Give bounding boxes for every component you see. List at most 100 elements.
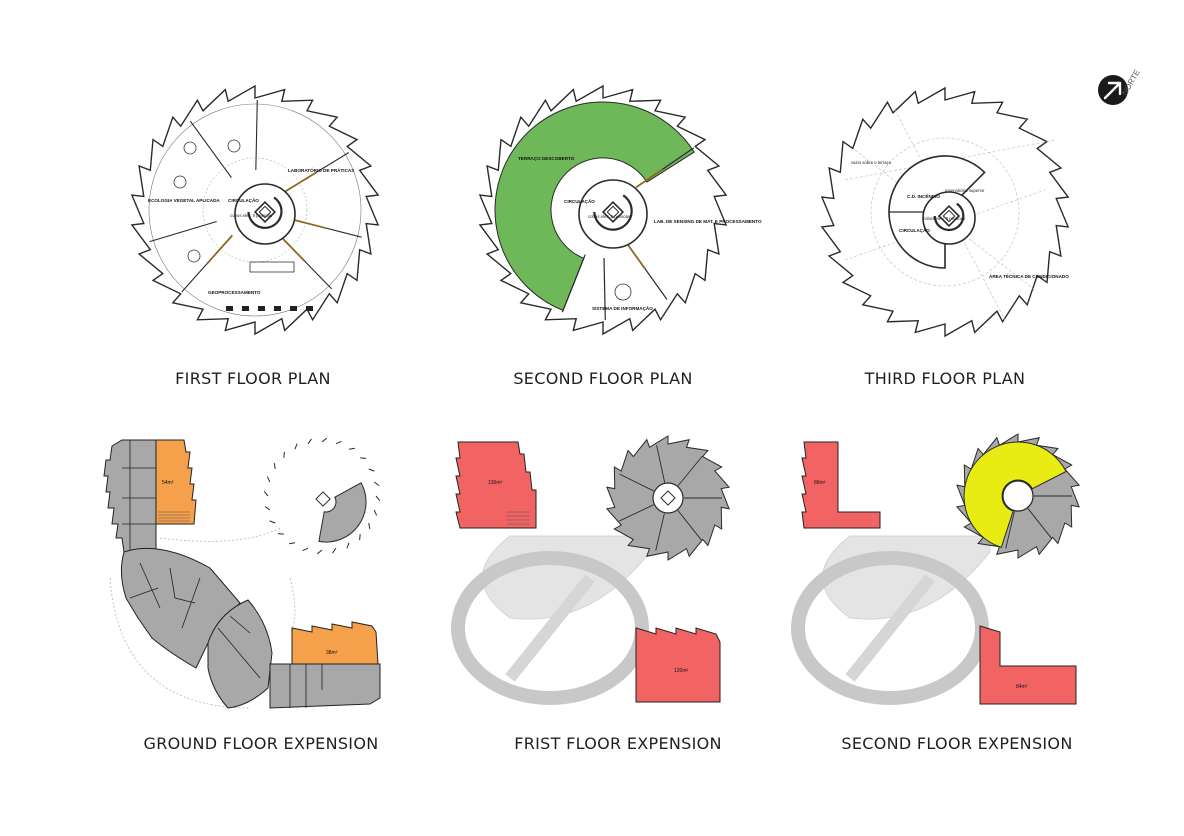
expansion-area-86: [801, 441, 881, 529]
existing-building-curve-partitions: [129, 562, 201, 629]
elevator-label-3: cobos elev. 8 pessoas: [923, 216, 965, 221]
fe-tower-partition-6: [677, 455, 703, 486]
room-label-sistema: SISTEMA DE INFORMAÇÃO: [592, 305, 653, 311]
ff-round-table-3: [227, 139, 241, 153]
room-label-vazio: vazio sobre o terraço: [851, 160, 892, 165]
second-expansion-drawing: 86m² 84m²: [791, 433, 1081, 705]
third-floor-plan-drawing: vazio sobre o terraço C.D. INCÊNDIO rese…: [820, 86, 1070, 338]
ge-ring-tick-15: [283, 451, 285, 458]
ghost-existing-ring: [451, 535, 651, 705]
ff-brown-wall-0: [283, 171, 317, 193]
ge-ring-tick-8: [288, 542, 296, 545]
ff-long-table: [249, 261, 295, 273]
ff-brown-wall-3: [206, 234, 234, 265]
room-label-laboratorio: LABORATÓRIO DE PRÁTICAS: [288, 166, 354, 173]
existing-building-left-wing-partitions: [122, 440, 156, 552]
ge-ring-tick-9: [277, 533, 284, 535]
tf-elevator-shaft: [942, 209, 956, 223]
ge-ring-tick-18: [321, 437, 327, 443]
ff-workstation-5: [306, 306, 313, 311]
fe-ghost-ellipse: [451, 551, 649, 705]
first-floor-plan-drawing: LABORATÓRIO DE PRÁTICAS ECOLOGIA VEGETAL…: [130, 84, 380, 336]
third-floor-partitions: [844, 109, 1056, 321]
ff-round-table-2: [187, 249, 201, 263]
stair-hatch-2: [506, 511, 530, 525]
first-floor-partitions: [149, 100, 362, 311]
tower-footprint-ground: [263, 437, 381, 555]
ff-workstation-2: [258, 306, 265, 311]
ge-ring-tick-20: [348, 447, 356, 450]
room-label-circulacao: CIRCULAÇÃO: [228, 197, 259, 203]
room-label-cd-incendio: C.D. INCÊNDIO: [907, 192, 940, 199]
ge-ring-tick-19: [335, 440, 342, 445]
ge-ring-tick-13: [266, 476, 271, 483]
first-expansion-panel: 130m² 120m²: [440, 428, 740, 718]
ge-ring-tick-4: [346, 542, 350, 549]
room-label-lab-sensing: LAB. DE SENSING DE MAT. E PROCESSAMENTO: [654, 219, 762, 224]
expansion-area-label-84: 84m²: [1016, 684, 1028, 690]
fe-tower-elevator: [660, 490, 676, 506]
ge-ring-tick-17: [307, 438, 312, 445]
ge-ring-tick-3: [359, 534, 361, 541]
second-floor-plan-panel: TERRAÇO DESCOBERTO CIRCULAÇÃO LAB. DE SE…: [478, 70, 762, 360]
tf-dashed-line-3: [854, 149, 1036, 291]
ge-ring-tick-2: [368, 522, 371, 530]
fe-ghost-bridge: [505, 574, 595, 682]
expansion-area-38: [291, 621, 379, 665]
sf-brown-wall-0: [635, 168, 663, 189]
sf-round-table: [614, 283, 632, 301]
caption-first-floor: FIRST FLOOR PLAN: [175, 369, 331, 388]
ff-brown-wall-2: [278, 233, 306, 263]
tower-first-floor-gray: [605, 435, 731, 561]
tf-stair-arc: [933, 202, 965, 232]
room-label-ecologia: ECOLOGIA VEGETAL APLICADA: [148, 198, 220, 203]
caption-ground-expansion: GROUND FLOOR EXPENSION: [143, 734, 379, 753]
ge-elevator: [315, 491, 331, 507]
expansion-area-120: [635, 627, 721, 703]
ge-ring-tick-16: [294, 443, 298, 450]
se-tower-partition-2: [1005, 511, 1015, 549]
terrace-green-area: [494, 101, 695, 312]
ff-round-table-0: [183, 141, 197, 155]
caption-second-expansion: SECOND FLOOR EXPENSION: [841, 734, 1073, 753]
ff-round-table-1: [173, 175, 187, 189]
existing-building-bottom-block: [269, 663, 381, 709]
ge-ring-tick-12: [263, 491, 269, 497]
fe-tower-partition-5: [656, 445, 666, 483]
expansion-area-label-120: 120m²: [674, 668, 689, 674]
ge-ring-tick-6: [317, 549, 323, 555]
elevator-label: cobos elev. 8 pessoas: [230, 213, 272, 218]
expansion-area-label-130: 130m²: [488, 480, 503, 486]
second-floor-partitions: [561, 147, 695, 320]
sf-elevator-core: [601, 200, 625, 224]
room-label-area-tecnica: ÁREA TÉCNICA DE CONDICIONADO: [989, 272, 1069, 279]
se-yellow-expansion: [963, 441, 1067, 549]
sf-facade-outline: [478, 84, 728, 336]
expansion-area-label-86: 86m²: [814, 480, 826, 486]
fe-tower-partition-4: [619, 473, 654, 492]
room-label-terraco: TERRAÇO DESCOBERTO: [518, 156, 575, 161]
ge-ring-tick-1: [373, 509, 378, 516]
first-floor-plan-panel: LABORATÓRIO DE PRÁTICAS ECOLOGIA VEGETAL…: [130, 70, 380, 360]
ff-partition-1: [255, 100, 258, 171]
ff-stair-arc: [247, 196, 283, 229]
tf-dashed-ring: [870, 137, 1020, 287]
second-floor-facade: [478, 84, 728, 336]
elevator-label-2: cobos elev. 8 pessoas: [588, 214, 630, 219]
ge-ring-tick-11: [264, 506, 271, 511]
ground-expansion-drawing: 54m² 38m²: [103, 437, 381, 709]
sf-brown-wall-1: [625, 242, 646, 270]
ff-elevator-shaft: [258, 205, 272, 219]
second-floor-plan-drawing: TERRAÇO DESCOBERTO CIRCULAÇÃO LAB. DE SE…: [478, 84, 762, 336]
existing-building-lens-partitions: [217, 615, 261, 679]
dashed-guide-curve: [109, 577, 251, 709]
ge-ring-tick-22: [368, 468, 375, 472]
ge-ring-tick-23: [373, 481, 380, 486]
ff-inner-wall: [148, 103, 362, 317]
ff-workstation-3: [274, 306, 281, 311]
expansion-area-label-38: 38m²: [326, 650, 338, 656]
dashed-guide-link: [159, 527, 296, 634]
tower-second-floor: [955, 433, 1081, 559]
ge-ring-tick-7: [302, 547, 309, 552]
ge-core-sector: [318, 482, 367, 543]
